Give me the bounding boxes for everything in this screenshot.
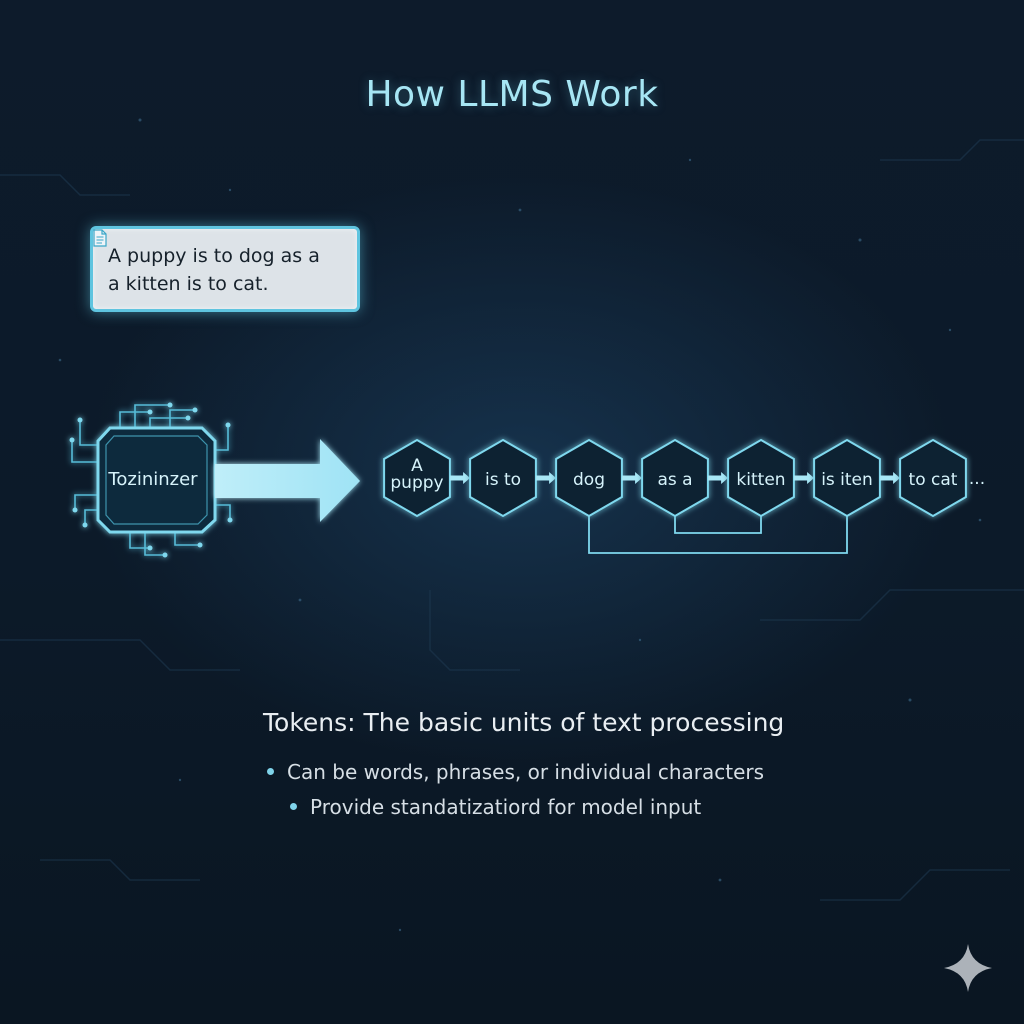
token-hexagon-shape (555, 438, 623, 518)
token-connection-line (588, 506, 848, 554)
token-label: dog (573, 470, 605, 490)
document-icon (93, 229, 107, 247)
token-label: to cat (909, 470, 958, 490)
background-dots (58, 118, 982, 932)
token-hexagon: kitten (727, 438, 795, 518)
tokens-caption: Tokens: The basic units of text processi… (263, 708, 785, 737)
token-hexagon: dog (555, 438, 623, 518)
chip-trace-nodes (69, 402, 233, 558)
token-hexagon-shape (383, 438, 451, 518)
token-hexagon: is to (469, 438, 537, 518)
token-label: kitten (736, 470, 785, 490)
token-hexagon: as a (641, 438, 709, 518)
token-label: puppy (390, 473, 443, 493)
bullet-text: Can be words, phrases, or individual cha… (287, 760, 765, 784)
input-text-box: A puppy is to dog as a a kitten is to ca… (90, 226, 360, 312)
token-label: is to (485, 470, 521, 490)
token-arrow (621, 472, 643, 484)
chip-circuit-traces (71, 404, 231, 556)
token-connections (588, 506, 848, 554)
token-label: A (411, 456, 423, 476)
token-hexagon-shape (899, 438, 967, 518)
token-arrow (535, 472, 557, 484)
token-ellipsis: ... (969, 469, 985, 489)
chip-outer-frame (96, 426, 217, 534)
tokenizer-output-arrow (215, 439, 360, 522)
tokenizer-label: Tozininzer (107, 469, 198, 490)
token-hexagon: is iten (813, 438, 881, 518)
token-hexagon-shape (813, 438, 881, 518)
token-arrow (793, 472, 815, 484)
chip-inner-frame (105, 435, 208, 525)
bullet-item: Provide standatizatiord for model input (290, 795, 701, 819)
token-hexagon-shape (727, 438, 795, 518)
token-hexagon-shape (469, 438, 537, 518)
bullet-dot (267, 768, 274, 775)
background-circuit-traces (0, 139, 1024, 901)
token-hexagon-shape (641, 438, 709, 518)
bullet-dot (290, 803, 297, 810)
token-label: is iten (821, 470, 873, 490)
bullet-item: Can be words, phrases, or individual cha… (267, 760, 764, 784)
bullet-text: Provide standatizatiord for model input (310, 795, 702, 819)
token-arrow (707, 472, 729, 484)
input-sentence: A puppy is to dog as a a kitten is to ca… (108, 245, 320, 295)
token-hexagon: to cat (899, 438, 967, 518)
tokenizer-chip: Tozininzer (69, 402, 233, 558)
page-title: How LLMS Work (365, 74, 659, 115)
token-arrow (879, 472, 901, 484)
token-label: as a (657, 470, 692, 490)
token-arrow (449, 472, 471, 484)
token-connection-line (674, 506, 762, 534)
